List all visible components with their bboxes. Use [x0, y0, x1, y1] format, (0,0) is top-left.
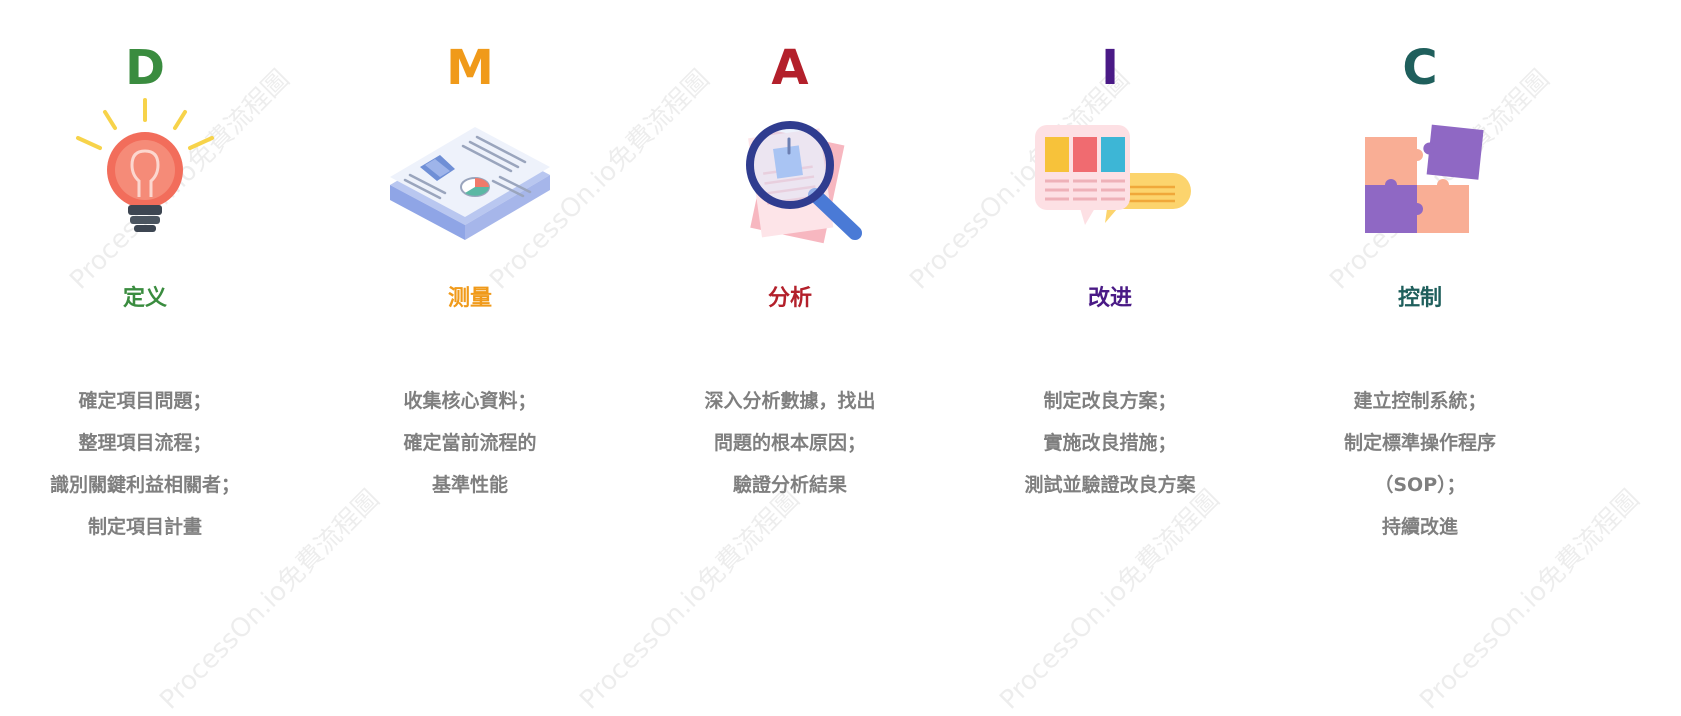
phase-title: 测量	[447, 286, 492, 311]
description-line: 實施改良措施；	[1043, 432, 1177, 454]
chat-bubbles-icon	[1025, 95, 1195, 255]
description-line: 持續改進	[1381, 516, 1458, 538]
description-line: 問題的根本原因；	[713, 432, 866, 454]
lightbulb-icon	[60, 95, 230, 255]
phase-description: 制定改良方案； 實施改良措施； 測試並驗證改良方案	[960, 380, 1260, 506]
phase-letter: C	[1402, 40, 1438, 96]
dmaic-column-measure: M 测量 收集核心資料； 確定當前流程的 基準性能	[320, 0, 620, 603]
description-line: 制定項目計畫	[87, 516, 202, 538]
phase-description: 深入分析數據，找出 問題的根本原因； 驗證分析結果	[640, 380, 940, 506]
phase-title: 控制	[1397, 286, 1442, 311]
phase-description: 確定項目問題； 整理項目流程； 識別關鍵利益相關者； 制定項目計畫	[0, 380, 295, 548]
phase-title: 分析	[767, 286, 812, 311]
description-line: 確定項目問題；	[78, 390, 212, 412]
description-line: 收集核心資料；	[403, 390, 537, 412]
phase-letter: D	[125, 40, 165, 96]
dmaic-column-analyze: A 分析 深入分析數據，找出 問題的根本原因； 驗證分析結果	[640, 0, 940, 603]
description-line: 基準性能	[431, 474, 508, 496]
description-line: 整理項目流程；	[78, 432, 212, 454]
description-line: 驗證分析結果	[732, 474, 847, 496]
description-line: 識別關鍵利益相關者；	[49, 474, 240, 496]
phase-title: 改进	[1087, 286, 1132, 311]
phase-description: 建立控制系統； 制定標準操作程序 （SOP）； 持續改進	[1270, 380, 1570, 548]
phase-title: 定义	[122, 286, 167, 311]
puzzle-icon	[1335, 95, 1505, 255]
dmaic-column-improve: I 改进	[960, 0, 1260, 603]
description-line: 深入分析數據，找出	[704, 390, 876, 412]
phase-description: 收集核心資料； 確定當前流程的 基準性能	[320, 380, 620, 506]
dmaic-column-control: C 控制 建立控制系統； 制定標準操作程序 （SOP）； 持續改進	[1270, 0, 1570, 603]
magnifier-icon	[705, 95, 875, 255]
phase-letter: A	[771, 40, 809, 96]
description-line: 制定標準操作程序	[1343, 432, 1496, 454]
phase-letter: M	[446, 40, 494, 96]
description-line: 確定當前流程的	[403, 432, 537, 454]
description-line: 制定改良方案；	[1043, 390, 1177, 412]
dmaic-column-define: D 定义 確定項目問題； 整理項目流程； 識別關鍵利益相關者； 制定項目計畫	[0, 0, 295, 603]
phase-letter: I	[1101, 40, 1119, 96]
report-document-icon	[385, 95, 555, 255]
description-line: 測試並驗證改良方案	[1024, 474, 1196, 496]
description-line: 建立控制系統；	[1353, 390, 1487, 412]
description-line: （SOP）；	[1374, 474, 1466, 496]
